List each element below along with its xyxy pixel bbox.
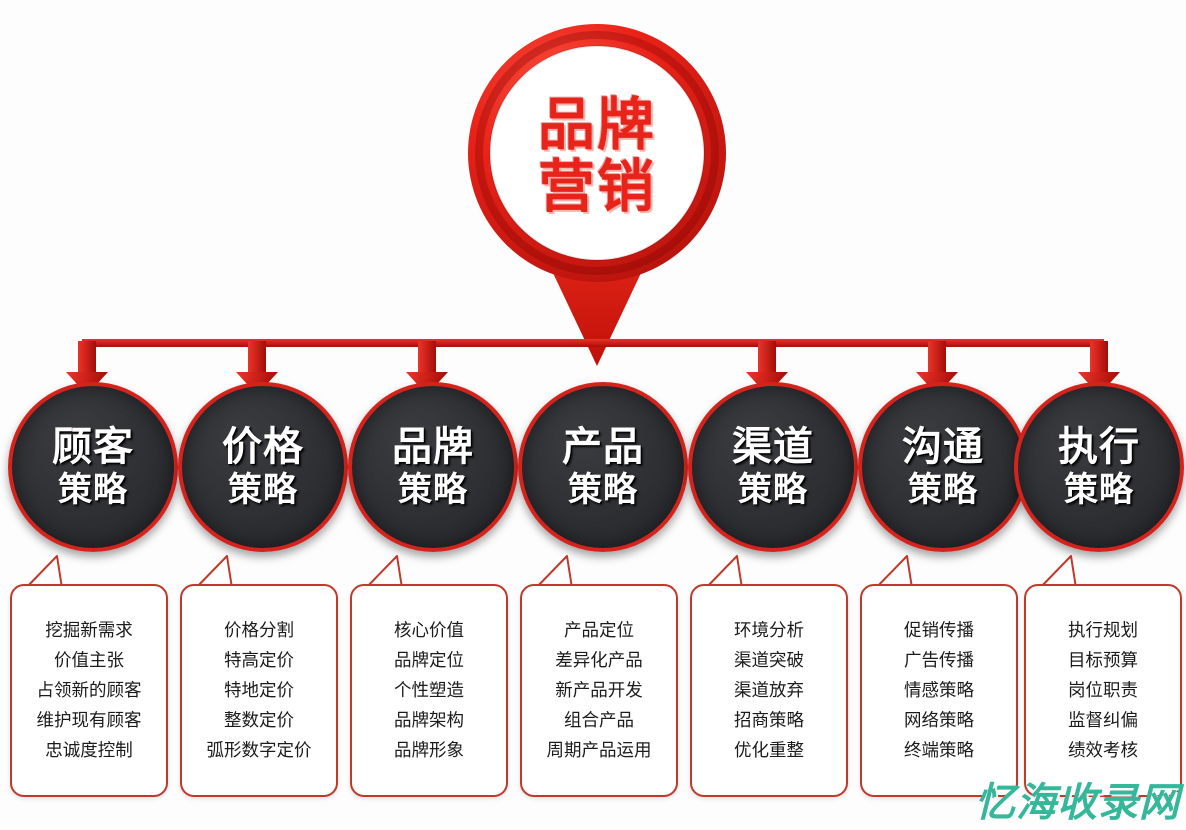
list-item: 网络策略 [904,710,974,731]
list-item: 产品定位 [564,620,634,641]
branch-circle-3[interactable]: 产品 策略 [518,382,688,552]
branch-detail-box-4[interactable]: 环境分析 渠道突破 渠道放弃 招商策略 优化重整 [690,584,848,797]
branch-circle-2-title: 品牌 [392,423,474,470]
list-item: 情感策略 [904,680,974,701]
branch-circle-1-title: 价格 [222,423,304,470]
branch-detail-box-2[interactable]: 核心价值 品牌定位 个性塑造 品牌架构 品牌形象 [350,584,508,797]
branch-circle-0[interactable]: 顾客 策略 [8,382,178,552]
list-item: 特高定价 [224,650,294,671]
branch-circle-4-title: 渠道 [732,423,814,470]
branch-detail-box-5[interactable]: 促销传播 广告传播 情感策略 网络策略 终端策略 [860,584,1018,797]
list-item: 个性塑造 [394,680,464,701]
branch-circle-5-subtitle: 策略 [908,469,978,510]
list-item: 新产品开发 [555,680,643,701]
branch-circle-6[interactable]: 执行 策略 [1014,382,1184,552]
list-item: 核心价值 [394,620,464,641]
list-item: 挖掘新需求 [45,620,133,641]
list-item: 维护现有顾客 [36,710,142,731]
list-item: 岗位职责 [1068,680,1138,701]
list-item: 整数定价 [224,710,294,731]
list-item: 绩效考核 [1068,740,1138,761]
list-item: 终端策略 [904,740,974,761]
branch-circle-0-subtitle: 策略 [58,469,128,510]
list-item: 价值主张 [54,650,124,671]
branch-detail-box-6[interactable]: 执行规划 目标预算 岗位职责 监督纠偏 绩效考核 [1024,584,1182,797]
list-item: 品牌架构 [394,710,464,731]
branch-detail-box-1[interactable]: 价格分割 特高定价 特地定价 整数定价 弧形数字定价 [180,584,338,797]
list-item: 广告传播 [904,650,974,671]
branch-circle-4-subtitle: 策略 [738,469,808,510]
list-item: 促销传播 [904,620,974,641]
list-item: 差异化产品 [555,650,643,671]
list-item: 弧形数字定价 [206,740,312,761]
branch-circle-3-subtitle: 策略 [568,469,638,510]
list-item: 忠诚度控制 [45,740,133,761]
center-node-label: 品牌 营销 [466,94,728,218]
branch-circle-1-subtitle: 策略 [228,469,298,510]
center-node-label-line2: 营销 [538,154,656,220]
list-item: 环境分析 [734,620,804,641]
branch-detail-box-0[interactable]: 挖掘新需求 价值主张 占领新的顾客 维护现有顾客 忠诚度控制 [10,584,168,797]
branch-circle-5[interactable]: 沟通 策略 [858,382,1028,552]
list-item: 渠道突破 [734,650,804,671]
branch-circle-4[interactable]: 渠道 策略 [688,382,858,552]
list-item: 特地定价 [224,680,294,701]
center-node-label-line1: 品牌 [538,92,656,158]
list-item: 渠道放弃 [734,680,804,701]
branch-circle-6-title: 执行 [1058,423,1140,470]
list-item: 优化重整 [734,740,804,761]
list-item: 占领新的顾客 [36,680,142,701]
list-item: 品牌形象 [394,740,464,761]
branch-circle-2-subtitle: 策略 [398,469,468,510]
center-node[interactable]: 品牌 营销 [466,22,728,367]
branch-circle-5-title: 沟通 [902,423,984,470]
list-item: 目标预算 [1068,650,1138,671]
list-item: 品牌定位 [394,650,464,671]
branch-detail-box-3[interactable]: 产品定位 差异化产品 新产品开发 组合产品 周期产品运用 [520,584,678,797]
list-item: 监督纠偏 [1068,710,1138,731]
watermark: 忆海收录网 [975,780,1180,826]
list-item: 周期产品运用 [546,740,652,761]
list-item: 组合产品 [564,710,634,731]
list-item: 招商策略 [734,710,804,731]
branch-circle-6-subtitle: 策略 [1064,469,1134,510]
map-pin-icon [468,24,726,366]
list-item: 执行规划 [1068,620,1138,641]
branch-circle-1[interactable]: 价格 策略 [178,382,348,552]
branch-circle-2[interactable]: 品牌 策略 [348,382,518,552]
branch-circle-3-title: 产品 [562,423,644,470]
branch-circle-0-title: 顾客 [52,423,134,470]
list-item: 价格分割 [224,620,294,641]
